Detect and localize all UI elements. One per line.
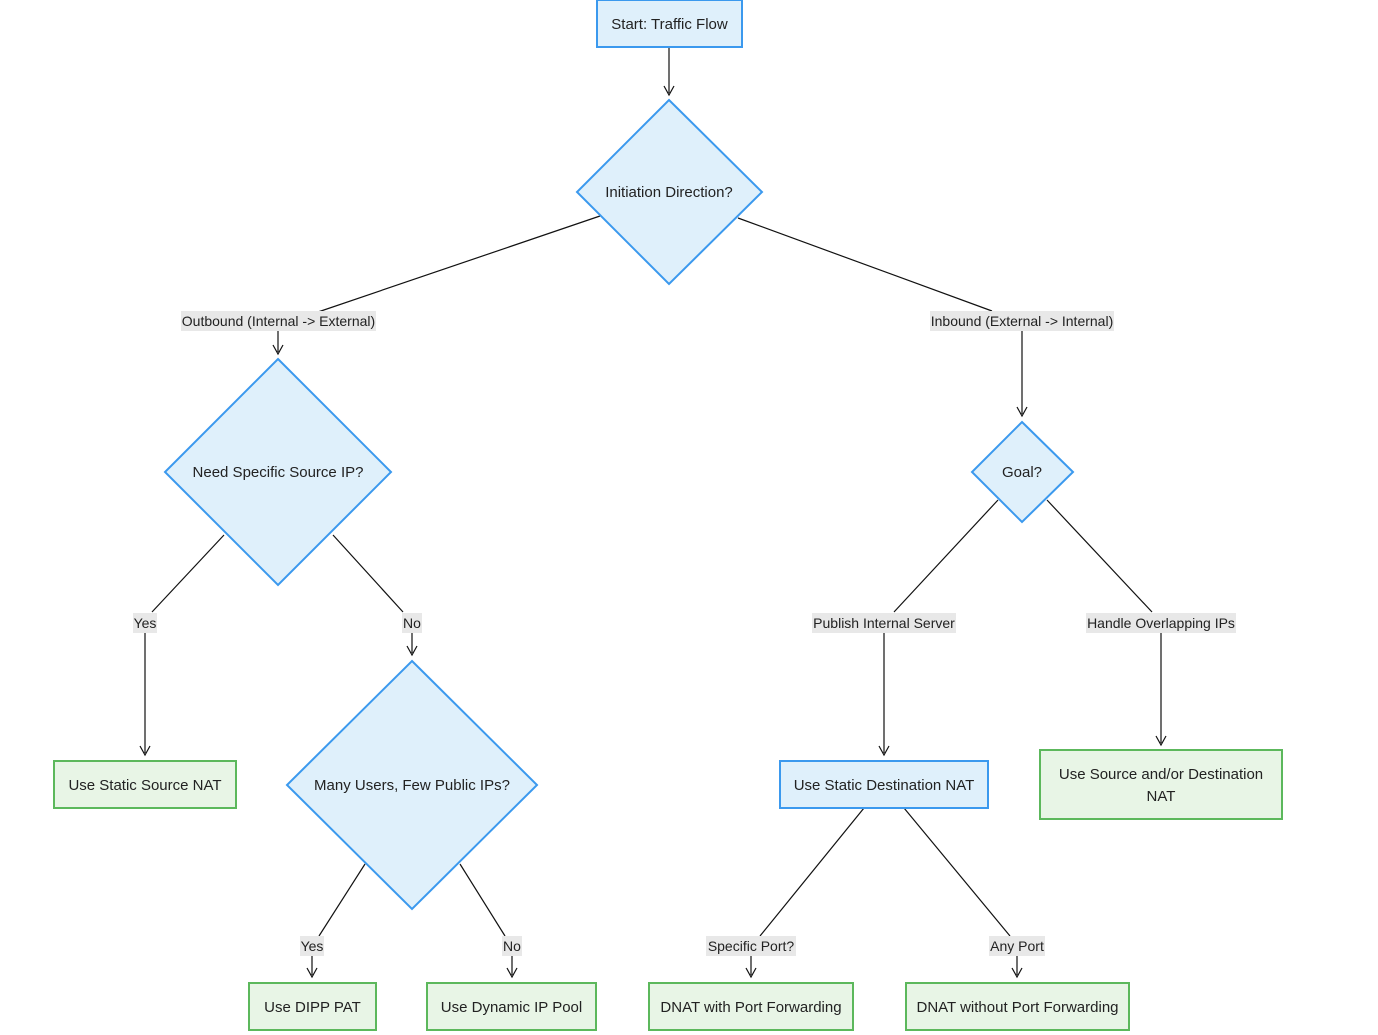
arrowhead — [745, 967, 757, 979]
arrowhead — [1155, 735, 1167, 747]
edge-label-src-no: No — [403, 615, 421, 631]
need-source-ip-decision-label: Need Specific Source IP? — [193, 464, 364, 481]
edge-needsource-yes — [151, 534, 225, 613]
static-source-nat-label: Use Static Source NAT — [68, 777, 221, 794]
start-node — [596, 0, 743, 48]
dnat-no-port-fwd-label: DNAT without Port Forwarding — [916, 999, 1118, 1016]
edge-label-src-yes: Yes — [134, 615, 157, 631]
source-dest-nat-node — [1039, 749, 1283, 820]
arrowhead — [272, 344, 284, 356]
source-dest-nat-label-line1: Use Source and/or Destination — [1059, 766, 1263, 783]
arrowhead — [139, 745, 151, 757]
goal-decision-label: Goal? — [1002, 464, 1042, 481]
goal-decision — [970, 420, 1075, 524]
initiation-decision-label: Initiation Direction? — [605, 184, 733, 201]
edge-goal-overlap — [1046, 499, 1153, 613]
arrowhead — [406, 645, 418, 657]
edge-label-bg — [300, 936, 324, 956]
nodes: Start: Traffic Flow Initiation Direction… — [53, 0, 1283, 1031]
edge-label-outbound: Outbound (Internal -> External) — [182, 313, 375, 329]
edge-label-bg — [989, 936, 1045, 956]
dynamic-ip-pool-label: Use Dynamic IP Pool — [441, 999, 582, 1016]
edge-labels: Outbound (Internal -> External) Inbound … — [133, 311, 1236, 956]
dnat-port-fwd-label: DNAT with Port Forwarding — [660, 999, 841, 1016]
edge-label-specific-port: Specific Port? — [708, 938, 795, 954]
static-dest-nat-node — [779, 760, 989, 809]
dnat-no-port-fwd-node — [905, 982, 1130, 1031]
edge-label-inbound: Inbound (External -> Internal) — [931, 313, 1114, 329]
arrowhead — [306, 967, 318, 979]
edge-label-bg — [181, 311, 376, 331]
edge-staticdest-specific — [759, 807, 865, 937]
dipp-pat-label: Use DIPP PAT — [264, 999, 361, 1016]
arrowhead — [878, 745, 890, 757]
edge-goal-publish — [893, 499, 999, 613]
need-source-ip-decision — [163, 357, 393, 587]
edge-label-bg — [133, 613, 157, 633]
edge-label-overlap: Handle Overlapping IPs — [1087, 615, 1235, 631]
edge-label-many-yes: Yes — [301, 938, 324, 954]
arrowhead — [1016, 406, 1028, 418]
edge-label-bg — [930, 311, 1114, 331]
edge-manyusers-no — [459, 863, 506, 937]
dipp-pat-node — [248, 982, 377, 1031]
edge-label-bg — [706, 936, 796, 956]
edge-label-many-no: No — [503, 938, 521, 954]
edge-initiation-outbound — [317, 215, 601, 313]
edge-label-publish: Publish Internal Server — [813, 615, 955, 631]
edge-label-bg — [402, 613, 422, 633]
edge-label-bg — [812, 613, 956, 633]
start-node-label: Start: Traffic Flow — [611, 16, 728, 33]
many-users-decision-label: Many Users, Few Public IPs? — [314, 777, 510, 794]
arrowhead — [663, 85, 675, 97]
edge-manyusers-yes — [318, 863, 366, 937]
static-dest-nat-label: Use Static Destination NAT — [794, 777, 975, 794]
edge-needsource-no — [332, 534, 404, 613]
edge-label-bg — [1086, 613, 1236, 633]
dnat-port-fwd-node — [648, 982, 854, 1031]
edge-initiation-inbound — [737, 217, 993, 312]
edge-label-any-port: Any Port — [990, 938, 1044, 954]
arrowhead — [506, 967, 518, 979]
dynamic-ip-pool-node — [426, 982, 597, 1031]
source-dest-nat-label-line2: NAT — [1147, 788, 1176, 805]
static-source-nat-node — [53, 760, 237, 809]
arrowhead — [1011, 967, 1023, 979]
edge-staticdest-any — [903, 807, 1011, 937]
initiation-decision — [575, 98, 764, 286]
many-users-decision — [285, 659, 539, 911]
edge-label-bg — [502, 936, 522, 956]
edges — [139, 48, 1167, 979]
